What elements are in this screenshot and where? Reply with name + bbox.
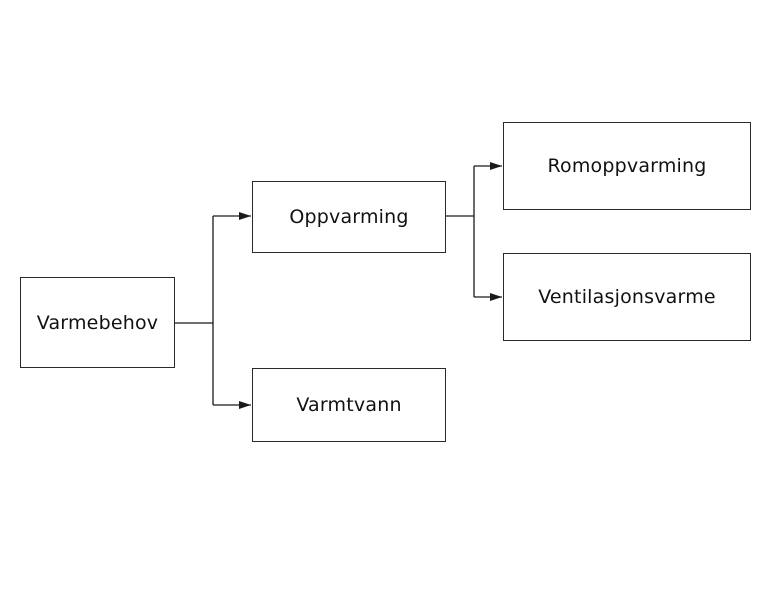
node-romoppvarming: Romoppvarming: [503, 122, 751, 210]
node-ventilasjonsvarme-label: Ventilasjonsvarme: [538, 286, 716, 308]
node-varmtvann: Varmtvann: [252, 368, 446, 442]
node-romoppvarming-label: Romoppvarming: [547, 155, 707, 177]
node-oppvarming: Oppvarming: [252, 181, 446, 253]
node-oppvarming-label: Oppvarming: [289, 206, 409, 228]
node-varmebehov: Varmebehov: [20, 277, 175, 368]
node-ventilasjonsvarme: Ventilasjonsvarme: [503, 253, 751, 341]
node-varmtvann-label: Varmtvann: [296, 394, 402, 416]
node-varmebehov-label: Varmebehov: [36, 311, 159, 334]
